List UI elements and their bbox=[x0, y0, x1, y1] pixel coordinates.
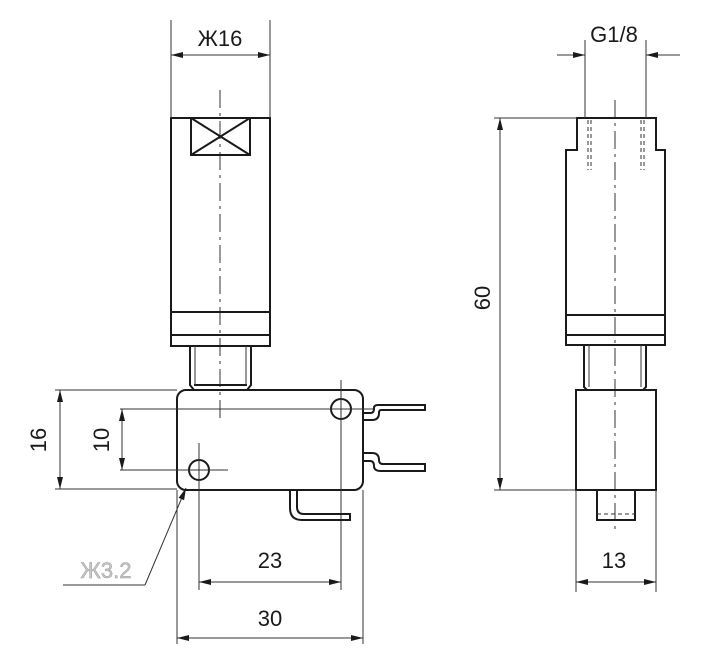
plunger bbox=[596, 490, 636, 521]
wrench-flat-symbol bbox=[190, 117, 251, 156]
front-view: Ж16 16 10 Ж3.2 23 30 bbox=[26, 20, 426, 644]
side-view: G1/8 60 13 bbox=[470, 22, 680, 592]
lever-terminal bbox=[289, 490, 351, 521]
dim-label: Ж3.2 bbox=[81, 558, 132, 583]
dim-label: 60 bbox=[470, 286, 495, 310]
dim-label: 13 bbox=[602, 548, 626, 573]
dim-label: 16 bbox=[26, 428, 51, 452]
dimension-body-diameter: Ж16 bbox=[170, 20, 271, 118]
dimension-hole-spacing-horizontal: 23 bbox=[199, 548, 341, 585]
terminal bbox=[363, 452, 426, 472]
sensor-body bbox=[565, 117, 666, 346]
dimension-thread: G1/8 bbox=[557, 22, 680, 118]
dim-label: 30 bbox=[258, 606, 282, 631]
dimension-hole-diameter: Ж3.2 bbox=[63, 487, 187, 586]
dim-label: 23 bbox=[258, 548, 282, 573]
dim-label: G1/8 bbox=[590, 22, 638, 47]
neck bbox=[189, 346, 252, 391]
dimension-switch-width: 30 bbox=[176, 490, 364, 644]
dim-label: 10 bbox=[89, 428, 114, 452]
switch-block bbox=[575, 389, 657, 491]
dimension-overall-length: 60 bbox=[470, 117, 577, 491]
terminal bbox=[363, 404, 426, 421]
dimension-switch-height: 16 bbox=[26, 389, 177, 490]
microswitch bbox=[120, 380, 426, 590]
dimension-block-width: 13 bbox=[575, 490, 657, 592]
dimension-hole-spacing-vertical: 10 bbox=[89, 409, 125, 470]
dim-label: Ж16 bbox=[198, 26, 243, 51]
